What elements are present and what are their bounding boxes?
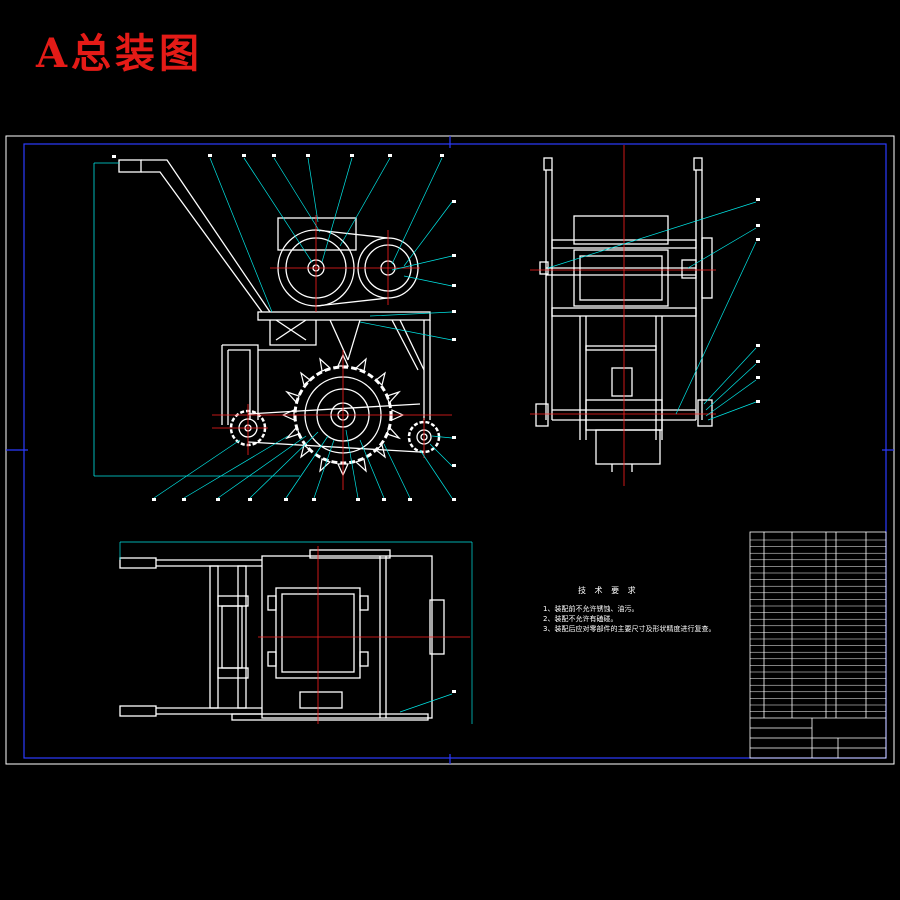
part-number-mark bbox=[382, 498, 386, 501]
part-number-mark bbox=[756, 400, 760, 403]
tech-requirement-3: 3、装配后应对零部件的主要尺寸及形状精度进行复查。 bbox=[543, 625, 716, 633]
part-number-mark bbox=[756, 198, 760, 201]
part-number-mark bbox=[306, 154, 310, 157]
part-number-mark bbox=[452, 310, 456, 313]
handle-grip bbox=[118, 159, 142, 173]
part-number-mark bbox=[756, 360, 760, 363]
page-title: A总装图 bbox=[36, 30, 204, 77]
part-number-mark bbox=[152, 498, 156, 501]
motor-box bbox=[277, 217, 357, 251]
part-number-mark bbox=[408, 498, 412, 501]
part-number-mark bbox=[388, 154, 392, 157]
side-motor bbox=[573, 249, 669, 307]
part-number-mark bbox=[452, 338, 456, 341]
top-view bbox=[119, 549, 445, 721]
part-number-mark bbox=[452, 498, 456, 501]
part-number-mark bbox=[756, 376, 760, 379]
tech-requirements-heading: 技 术 要 求 bbox=[578, 586, 639, 595]
part-number-mark bbox=[756, 224, 760, 227]
part-number-mark bbox=[216, 498, 220, 501]
part-number-mark bbox=[182, 498, 186, 501]
part-number-mark bbox=[440, 154, 444, 157]
part-number-mark bbox=[208, 154, 212, 157]
part-number-mark bbox=[112, 155, 116, 158]
part-number-mark bbox=[284, 498, 288, 501]
part-number-mark bbox=[356, 498, 360, 501]
parts-list bbox=[749, 531, 887, 759]
sheet-inner-border bbox=[23, 143, 887, 759]
side-view bbox=[535, 157, 713, 472]
tech-requirement-2: 2、装配不允许有磕碰。 bbox=[543, 615, 618, 623]
part-number-mark bbox=[242, 154, 246, 157]
part-number-mark bbox=[452, 284, 456, 287]
part-number-mark bbox=[350, 154, 354, 157]
part-number-mark bbox=[756, 344, 760, 347]
part-number-mark bbox=[452, 436, 456, 439]
part-number-mark bbox=[452, 254, 456, 257]
part-number-mark bbox=[272, 154, 276, 157]
part-number-mark bbox=[312, 498, 316, 501]
sheet-outer-frame bbox=[5, 135, 895, 765]
part-number-mark bbox=[452, 200, 456, 203]
upper-frame bbox=[257, 311, 431, 321]
part-number-mark bbox=[248, 498, 252, 501]
part-number-mark bbox=[756, 238, 760, 241]
part-number-mark bbox=[452, 464, 456, 467]
part-number-mark bbox=[452, 690, 456, 693]
front-view bbox=[93, 159, 441, 477]
tech-requirement-1: 1、装配前不允许锈蚀、油污。 bbox=[543, 605, 639, 613]
